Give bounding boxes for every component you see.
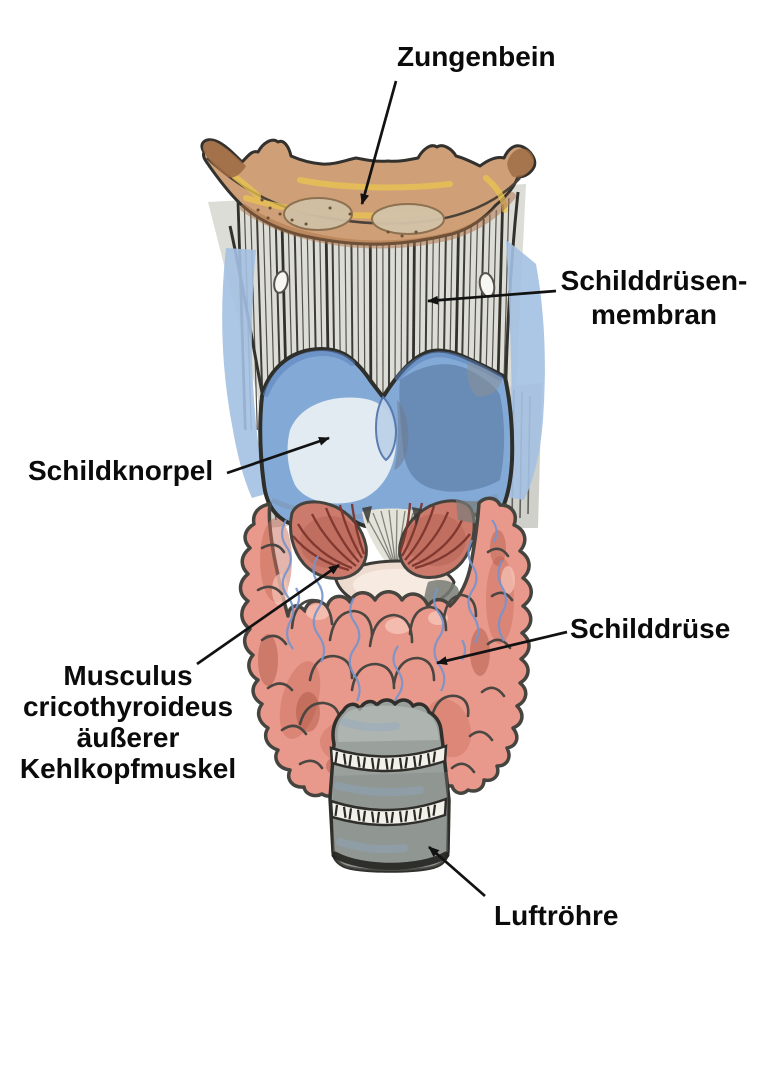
label-schilddruesenmembran: Schilddrüsen- membran [544,264,764,332]
ring-tick [398,811,403,823]
ring-tick [384,758,389,770]
ring-tick [426,806,431,818]
label-schildknorpel-text: Schildknorpel [28,455,214,486]
ring-tick [356,756,361,768]
cartilage-gray-corner [467,362,502,397]
ring-tick [370,811,375,823]
arrow-musculus [196,563,340,666]
label-luftroehre-text: Luftröhre [494,900,619,931]
trachea-blue-tint [334,718,424,854]
bone-patch-left [283,197,353,231]
ring-tick [426,753,431,765]
trachea-top-light [337,705,439,742]
cartilage-midline-shadow [394,400,409,470]
gland-vessels [280,519,508,724]
ring-tick [384,811,389,824]
ring-tick [404,757,409,769]
gland-lobule-arcs [256,543,514,774]
leader-arrows [196,80,568,898]
ring-tick [418,754,423,767]
muscle-right-striations [398,502,471,570]
ring-tick [432,751,437,763]
ring-tick [390,811,395,824]
cartilage-light-patch [287,397,396,504]
ring-tick [334,804,339,817]
membrane-opening-left [273,270,289,294]
trachea-ring-ticks [334,751,437,824]
bone-patch-right [371,203,445,235]
muscle-left-striations [292,503,366,572]
ring-tick [348,808,353,820]
ring-tick [362,810,367,822]
label-schilddruese-text: Schilddrüse [570,613,731,644]
ring-tick [376,758,381,770]
ring-tick [418,808,423,820]
gland-shade [296,692,320,732]
gland-highlight [501,566,515,594]
bone-left-horn [202,140,246,178]
label-musculus-line4: Kehlkopfmuskel [19,753,237,784]
ring-tick [390,758,395,770]
label-musculus-cricothyroideus: Musculus cricothyroideus äußerer Kehlkop… [6,660,250,784]
gland-highlight [272,574,288,606]
cartilage-midline-bulge [374,395,398,462]
label-schilddruese: Schilddrüse [570,614,730,644]
arrow-zungenbein [360,80,398,205]
arrow-schildknorpel [226,436,330,475]
ring-tick [342,806,347,818]
label-luftroehre: Luftröhre [494,901,618,931]
label-schilddruesenmembran-line1: Schilddrüsen- [560,265,748,296]
label-zungenbein-text: Zungenbein [397,41,556,72]
trachea [328,698,451,873]
arrow-schilddruesenmembran [427,289,557,305]
ring-tick [404,810,409,822]
ring-tick [432,804,437,816]
ring-tick [342,753,347,765]
side-blue-left [222,248,266,498]
bone-speckles [256,198,418,238]
cartilage-side-edges [222,240,545,500]
thyroid-cartilage [258,347,515,530]
label-zungenbein: Zungenbein [397,42,556,72]
striation-line [250,209,258,431]
arrow-schilddruese [436,630,568,666]
ring-tick [398,757,403,770]
muscle-gap-shadows [362,506,422,526]
bone-bottom-shading [240,192,516,249]
ring-tick [412,809,417,821]
ring-tick [362,757,367,769]
ring-tick [348,754,353,767]
hyoid-bone [200,138,537,249]
label-musculus-line2: cricothyroideus [22,691,234,722]
trachea-body [328,698,451,873]
ring-tick [412,756,417,768]
graphite-patch-right-upper [456,500,482,524]
label-musculus-line3: äußerer [76,722,180,753]
label-schildknorpel: Schildknorpel [28,456,213,486]
ring-tick [356,809,361,821]
ring-tick [370,757,375,770]
ring-tick [334,751,339,763]
gland-body [238,496,533,798]
arrow-luftroehre [428,845,486,898]
gland-highlight [385,618,411,634]
bone-right-horn [507,148,535,178]
trachea-bottom-shadow [331,851,450,870]
side-blue-right [506,240,545,500]
label-schilddruesenmembran-line2: membran [590,299,718,330]
ring-tick [376,811,381,824]
gland-highlight [306,604,330,620]
label-musculus-line1: Musculus [63,660,193,691]
gland-shade [258,634,278,686]
